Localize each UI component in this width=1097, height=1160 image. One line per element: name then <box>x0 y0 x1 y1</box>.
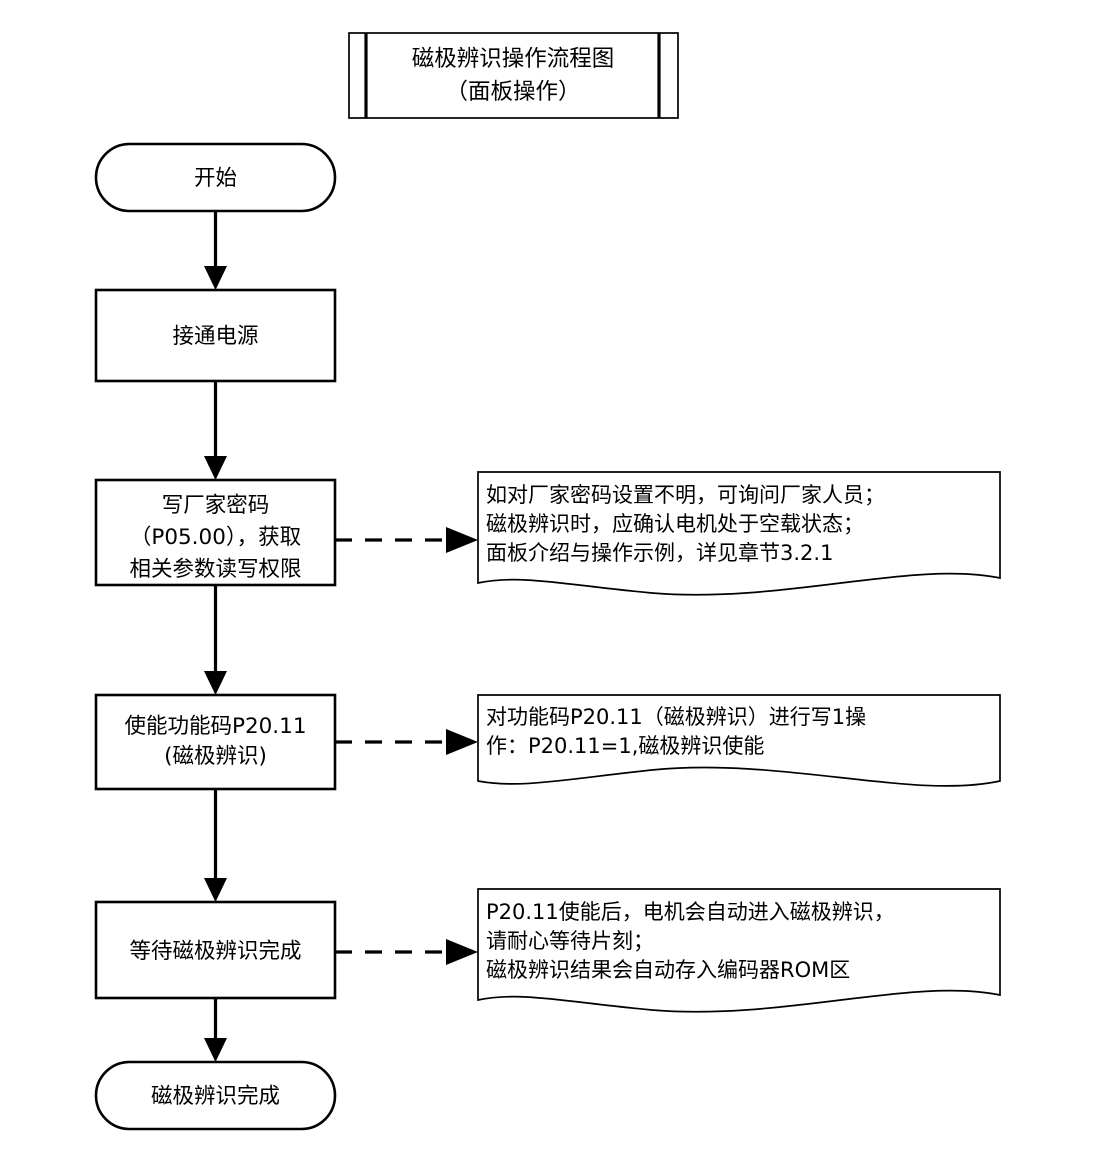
node-identification-complete-label: 磁极辨识完成 <box>151 1084 280 1109</box>
node-wait-identification-label: 等待磁极辨识完成 <box>129 939 301 964</box>
connector-start-to-power-on <box>204 211 227 290</box>
node-write-factory-password-line-2: （P05.00），获取 <box>130 525 301 550</box>
connector-write-password-to-enable <box>204 585 227 695</box>
node-identification-complete[interactable]: 磁极辨识完成 <box>94 1060 337 1131</box>
note-enable-function-code: 对功能码P20.11（磁极辨识）进行写1操 作：P20.11=1,磁极辨识使能 <box>477 694 1001 787</box>
note-enable-function-code-line-1: 对功能码P20.11（磁极辨识）进行写1操 <box>486 705 866 729</box>
note-wait-identification-line-1: P20.11使能后，电机会自动进入磁极辨识， <box>486 900 895 924</box>
note-wait-identification-line-2: 请耐心等待片刻； <box>486 929 654 953</box>
node-power-on-label: 接通电源 <box>172 324 258 349</box>
connector-wait-to-finish <box>204 998 227 1062</box>
note-wait-identification: P20.11使能后，电机会自动进入磁极辨识， 请耐心等待片刻； 磁极辨识结果会自… <box>477 888 1001 1013</box>
note-wait-identification-line-3: 磁极辨识结果会自动存入编码器ROM区 <box>486 958 850 982</box>
title-line-2: （面板操作） <box>445 79 580 105</box>
connector-enable-to-note <box>335 729 478 755</box>
node-write-factory-password-line-3: 相关参数读写权限 <box>129 557 301 582</box>
connector-wait-to-note <box>335 939 478 965</box>
node-enable-function-code-line-1: 使能功能码P20.11 <box>124 714 306 739</box>
node-enable-function-code-line-2: (磁极辨识) <box>164 744 267 769</box>
node-enable-function-code[interactable]: 使能功能码P20.11 (磁极辨识) <box>94 693 337 791</box>
note-enable-function-code-line-2: 作：P20.11=1,磁极辨识使能 <box>486 734 764 758</box>
node-power-on[interactable]: 接通电源 <box>94 288 337 383</box>
title-box: 磁极辨识操作流程图 （面板操作） <box>348 32 679 119</box>
node-wait-identification[interactable]: 等待磁极辨识完成 <box>94 900 337 1000</box>
node-write-factory-password[interactable]: 写厂家密码 （P05.00），获取 相关参数读写权限 <box>94 478 337 587</box>
connector-write-password-to-note <box>335 527 478 553</box>
node-start[interactable]: 开始 <box>94 142 337 213</box>
title-line-1: 磁极辨识操作流程图 <box>412 46 615 72</box>
node-write-factory-password-line-1: 写厂家密码 <box>162 493 270 518</box>
note-factory-password-line-3: 面板介绍与操作示例，详见章节3.2.1 <box>486 541 833 565</box>
note-factory-password-line-2: 磁极辨识时，应确认电机处于空载状态； <box>486 512 864 536</box>
connector-power-on-to-write-password <box>204 381 227 480</box>
note-factory-password: 如对厂家密码设置不明，可询问厂家人员； 磁极辨识时，应确认电机处于空载状态； 面… <box>477 471 1001 596</box>
node-start-label: 开始 <box>194 166 237 191</box>
note-factory-password-line-1: 如对厂家密码设置不明，可询问厂家人员； <box>486 483 885 507</box>
connector-enable-to-wait <box>204 789 227 902</box>
